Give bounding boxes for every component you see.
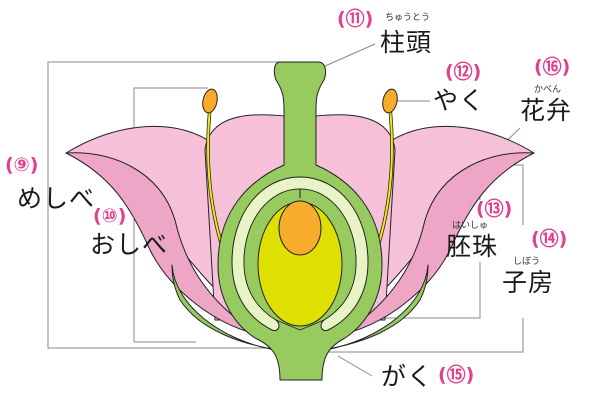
ovule-core [278, 200, 322, 256]
label-stigma: 柱頭 [380, 28, 433, 57]
label-ovule: 胚珠 [446, 232, 499, 261]
number-ovary: (⑭) [531, 228, 568, 250]
label-ovary: 子房 [502, 268, 555, 297]
label-anther: やく [433, 86, 486, 115]
number-pistil: (⑨) [5, 154, 39, 176]
label-sepal: がく [381, 362, 434, 391]
sepal-left [171, 264, 291, 353]
anther-left [202, 88, 218, 114]
number-ovule: (⑬) [476, 198, 513, 220]
number-anther: (⑫) [445, 61, 482, 83]
leader-line-sepal [337, 355, 373, 377]
leader-line-pistil [47, 61, 300, 349]
leader-line-ovary-2 [296, 318, 524, 353]
reading-ovary: しぼう [513, 257, 541, 267]
anther-right [382, 88, 398, 114]
reading-petal: かべん [534, 85, 562, 95]
reading-stigma: ちゅうとう [385, 13, 431, 23]
number-petal: (⑯) [534, 56, 571, 78]
label-petal: 花弁 [520, 96, 573, 125]
number-sepal: (⑮) [438, 364, 475, 386]
label-stamen: おしべ [90, 230, 169, 259]
leader-line-stigma [315, 43, 376, 71]
reading-ovule: はいしゅ [452, 221, 489, 231]
number-stigma: (⑪) [337, 8, 374, 30]
label-pistil: めしべ [17, 184, 96, 213]
sepal-right [309, 264, 429, 353]
number-stamen: (⑩) [93, 205, 127, 227]
